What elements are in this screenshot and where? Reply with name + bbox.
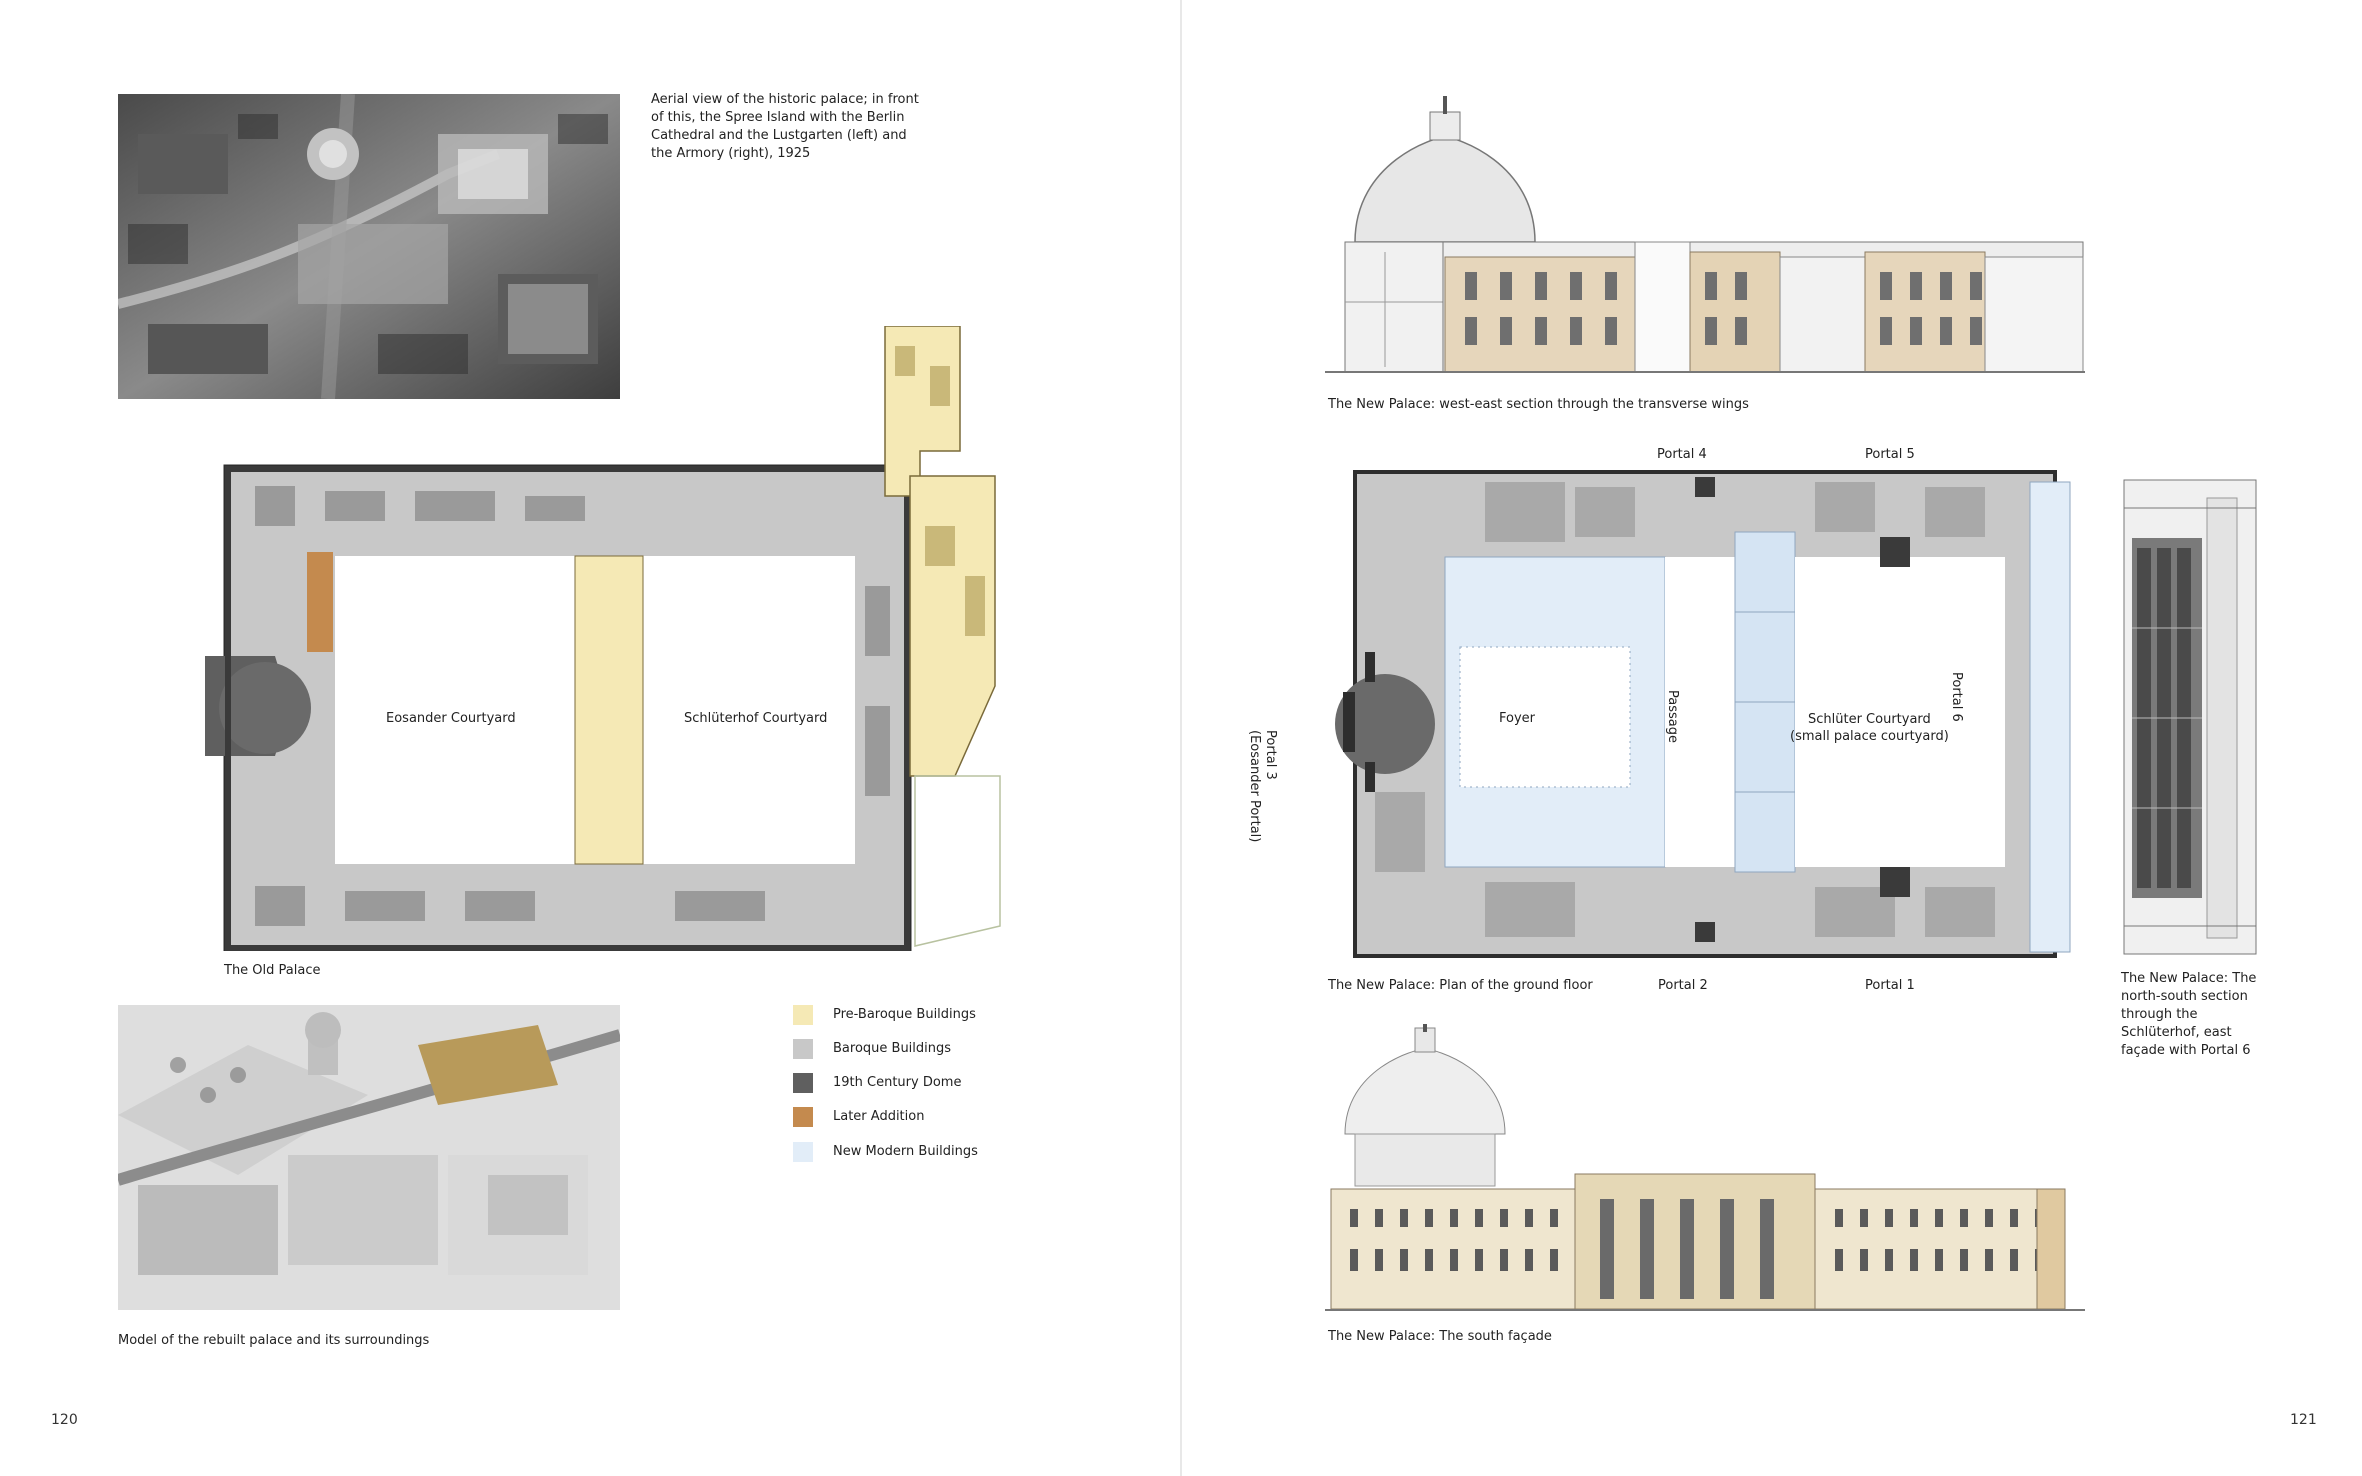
legend-swatch [793, 1107, 813, 1127]
legend-swatch [793, 1142, 813, 1162]
old-palace-plan [195, 326, 1075, 951]
schlueterhof-courtyard-label: Schlüterhof Courtyard [684, 711, 828, 726]
schlueter-courtyard-sub: (small palace courtyard) [1790, 729, 1949, 744]
plan-caption: The New Palace: Plan of the ground floor [1328, 978, 1593, 993]
model-photo [118, 1005, 620, 1310]
ns-caption: The New Palace: The north-south section … [2121, 971, 2257, 1058]
south-facade-drawing [1325, 1024, 2085, 1316]
legend-label: Later Addition [833, 1109, 925, 1124]
section-caption: The New Palace: west-east section throug… [1328, 397, 1749, 412]
portal-6-label: Portal 6 [1949, 672, 1964, 722]
passage-label: Passage [1665, 690, 1680, 743]
portal-3-label: Portal 3 (Eosander Portal) [1246, 730, 1278, 842]
ns-section-drawing [2122, 478, 2258, 956]
page-spine [1180, 0, 1182, 1476]
new-palace-plan [1325, 462, 2085, 962]
legend-swatch [793, 1039, 813, 1059]
legend-label: New Modern Buildings [833, 1144, 978, 1159]
page-number-left: 120 [51, 1412, 78, 1428]
old-palace-title: The Old Palace [224, 963, 321, 978]
portal-3-sub: (Eosander Portal) [1247, 730, 1262, 843]
schlueter-courtyard-title: Schlüter Courtyard [1807, 712, 1931, 727]
portal-4-label: Portal 4 [1657, 447, 1707, 462]
schlueter-courtyard-label: Schlüter Courtyard (small palace courtya… [1790, 711, 1949, 745]
portal-3-text: Portal 3 [1263, 730, 1278, 780]
foyer-label: Foyer [1499, 711, 1536, 726]
section-drawing [1325, 92, 2085, 380]
page-number-right: 121 [2290, 1412, 2317, 1428]
facade-caption: The New Palace: The south façade [1328, 1329, 1552, 1344]
model-caption: Model of the rebuilt palace and its surr… [118, 1333, 430, 1348]
portal-1-label: Portal 1 [1865, 978, 1915, 993]
aerial-caption: Aerial view of the historic palace; in f… [651, 92, 919, 161]
legend-swatch [793, 1005, 813, 1025]
legend-label: Pre-Baroque Buildings [833, 1007, 976, 1022]
portal-2-label: Portal 2 [1658, 978, 1708, 993]
legend-label: 19th Century Dome [833, 1075, 962, 1090]
aerial-photo [118, 94, 620, 399]
portal-5-label: Portal 5 [1865, 447, 1915, 462]
legend-swatch [793, 1073, 813, 1093]
legend-label: Baroque Buildings [833, 1041, 952, 1056]
eosander-courtyard-label: Eosander Courtyard [386, 711, 516, 726]
